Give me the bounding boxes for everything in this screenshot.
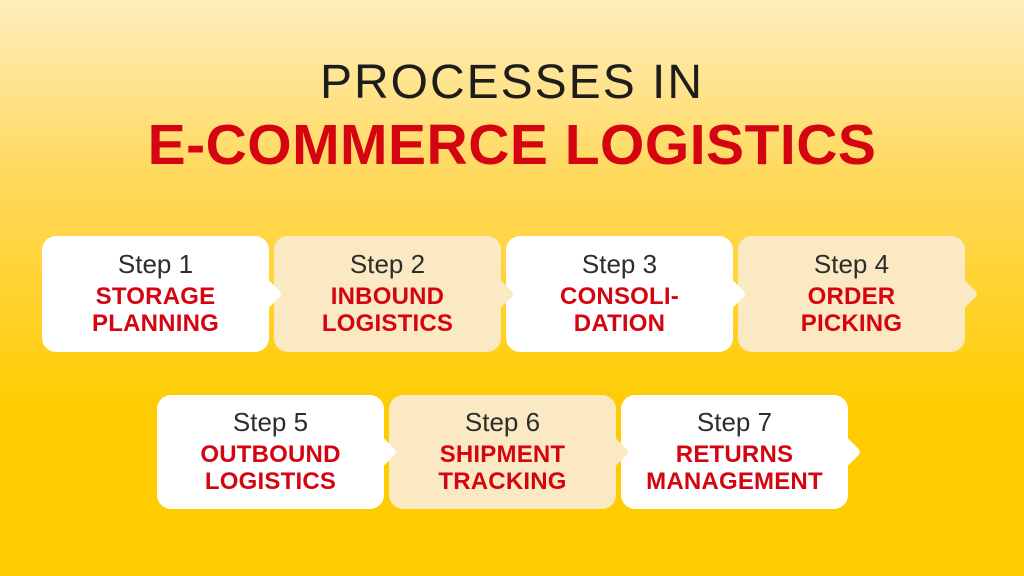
step-card-5: Step 5 OUTBOUND LOGISTICS (157, 395, 398, 509)
step-label: Step 2 (349, 249, 426, 280)
arrow-right-icon (947, 278, 979, 310)
step-name: CONSOLI- DATION (560, 282, 679, 337)
step-label: Step 4 (813, 249, 890, 280)
step-card-7: Step 7 RETURNS MANAGEMENT (621, 395, 862, 509)
step-card-1: Step 1 STORAGE PLANNING (42, 236, 283, 352)
step-name: OUTBOUND LOGISTICS (200, 440, 341, 495)
step-name: STORAGE PLANNING (92, 282, 219, 337)
steps-row-2: Step 5 OUTBOUND LOGISTICS Step 6 SHIPMEN… (157, 395, 862, 509)
arrow-right-icon (830, 436, 862, 468)
title-block: PROCESSES IN E-COMMERCE LOGISTICS (0, 56, 1024, 178)
step-label: Step 3 (581, 249, 658, 280)
step-name: INBOUND LOGISTICS (321, 282, 454, 337)
step-card-2: Step 2 INBOUND LOGISTICS (274, 236, 515, 352)
step-label: Step 7 (696, 407, 773, 438)
steps-row-1: Step 1 STORAGE PLANNING Step 2 INBOUND L… (42, 236, 979, 352)
step-card-3: Step 3 CONSOLI- DATION (506, 236, 747, 352)
step-label: Step 1 (117, 249, 194, 280)
step-label: Step 5 (232, 407, 309, 438)
step-card-6: Step 6 SHIPMENT TRACKING (389, 395, 630, 509)
step-name: SHIPMENT TRACKING (438, 440, 567, 495)
page-title-line-2: E-COMMERCE LOGISTICS (147, 113, 877, 178)
step-label: Step 6 (464, 407, 541, 438)
step-name: ORDER PICKING (800, 282, 903, 337)
page-title-line-1: PROCESSES IN (319, 56, 705, 109)
step-card-4: Step 4 ORDER PICKING (738, 236, 979, 352)
step-name: RETURNS MANAGEMENT (646, 440, 823, 495)
